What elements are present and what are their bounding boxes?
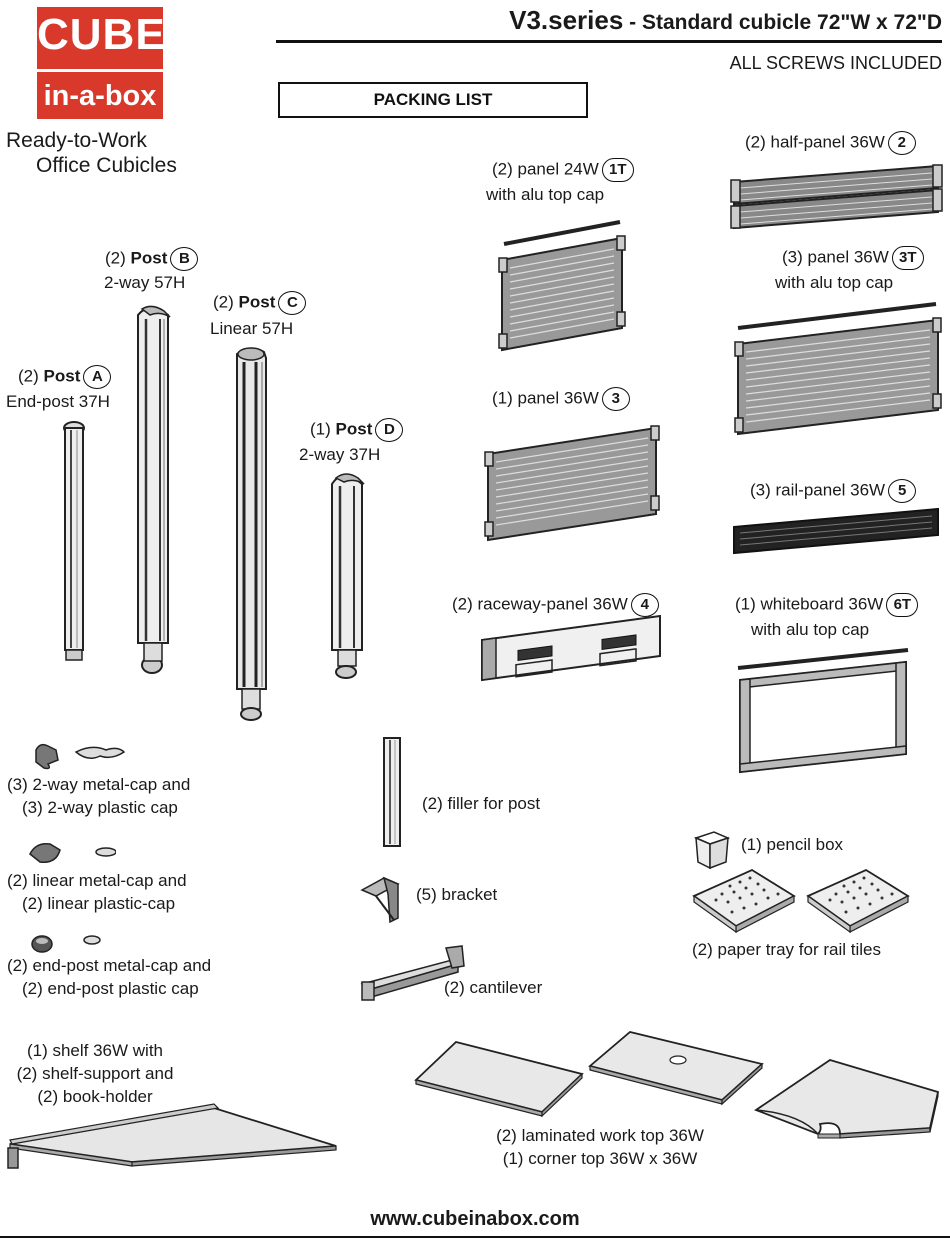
panel-3t-desc: with alu top cap xyxy=(775,273,894,292)
cantilever-drawing xyxy=(360,945,465,1001)
linear-caps-line2: (2) linear plastic-cap xyxy=(22,894,176,913)
linear-caps-drawing xyxy=(29,842,116,863)
pencil-box-drawing xyxy=(693,831,731,870)
linear-caps-line1: (2) linear metal-cap and xyxy=(7,871,187,890)
panel-3t-drawing xyxy=(734,302,942,436)
badge-2: 2 xyxy=(887,131,916,155)
logo-line2: in-a-box xyxy=(43,80,157,112)
paper-tray-drawing xyxy=(692,868,910,934)
panel-3-drawing xyxy=(484,425,660,542)
filler-label: (2) filler for post xyxy=(422,794,541,813)
panel-1t-desc: with alu top cap xyxy=(486,185,605,204)
bracket-drawing xyxy=(360,876,400,924)
panel-6t-drawing xyxy=(737,648,909,774)
two-way-caps-line1: (3) 2-way metal-cap and xyxy=(7,775,191,794)
shelf-line1: (1) shelf 36W with xyxy=(26,1041,164,1060)
tagline-line2: Office Cubicles xyxy=(36,154,177,177)
panel-6t-desc: with alu top cap xyxy=(751,620,870,639)
two-way-caps-line2: (3) 2-way plastic cap xyxy=(22,798,178,817)
page-title: V3.series - Standard cubicle 72"W x 72"D xyxy=(509,3,942,40)
pencil-box-label: (1) pencil box xyxy=(741,835,844,854)
badge-3t: 3T xyxy=(891,246,924,270)
post-c-drawing xyxy=(236,347,267,721)
end-post-caps-drawing xyxy=(31,935,101,953)
badge-3: 3 xyxy=(601,387,630,411)
brand-logo: CUBE in-a-box xyxy=(37,7,166,119)
footer-url[interactable]: www.cubeinabox.com xyxy=(370,1208,580,1230)
badge-5: 5 xyxy=(888,479,917,503)
end-post-caps-line2: (2) end-post plastic cap xyxy=(22,979,199,998)
post-d-drawing xyxy=(331,473,365,679)
badge-b: B xyxy=(170,247,199,271)
two-way-caps-drawing xyxy=(35,743,126,770)
panel-1t-drawing xyxy=(498,220,626,352)
worktops-drawing xyxy=(414,1031,940,1139)
filler-drawing xyxy=(383,737,401,847)
worktops-line2: (1) corner top 36W x 36W xyxy=(502,1149,698,1168)
panel-2-drawing xyxy=(730,164,943,230)
badge-1t: 1T xyxy=(601,158,634,182)
logo-line1: CUBE xyxy=(37,10,166,59)
packing-list-title: PACKING LIST xyxy=(373,90,493,109)
worktops-line1: (2) laminated work top 36W xyxy=(496,1126,704,1145)
post-d-desc: 2-way 37H xyxy=(299,445,381,464)
panel-5-drawing xyxy=(733,507,939,555)
screws-note: ALL SCREWS INCLUDED xyxy=(729,53,942,73)
shelf-drawing xyxy=(7,1103,337,1169)
post-a-drawing xyxy=(63,421,85,661)
post-c-desc: Linear 57H xyxy=(210,319,294,338)
tagline-line1: Ready-to-Work xyxy=(6,129,147,152)
post-a-desc: End-post 37H xyxy=(6,392,110,411)
bracket-label: (5) bracket xyxy=(416,885,498,904)
paper-tray-label: (2) paper tray for rail tiles xyxy=(692,940,881,959)
cantilever-label: (2) cantilever xyxy=(444,978,543,997)
packing-list-box: PACKING LIST xyxy=(278,82,588,118)
end-post-caps-line1: (2) end-post metal-cap and xyxy=(7,956,212,975)
badge-d: D xyxy=(375,418,404,442)
title-rest: - Standard cubicle 72"W x 72"D xyxy=(623,11,942,34)
post-b-drawing xyxy=(137,305,171,674)
header-rule xyxy=(276,40,942,43)
panel-4-drawing xyxy=(481,614,661,682)
shelf-line2: (2) shelf-support and xyxy=(16,1064,174,1083)
post-b-desc: 2-way 57H xyxy=(104,273,186,292)
badge-c: C xyxy=(278,291,307,315)
badge-4: 4 xyxy=(630,593,659,617)
badge-6t: 6T xyxy=(886,593,919,617)
footer-rule xyxy=(0,1236,950,1238)
shelf-line3: (2) book-holder xyxy=(37,1087,153,1106)
badge-a: A xyxy=(83,365,112,389)
series-name: V3.series xyxy=(509,5,624,35)
